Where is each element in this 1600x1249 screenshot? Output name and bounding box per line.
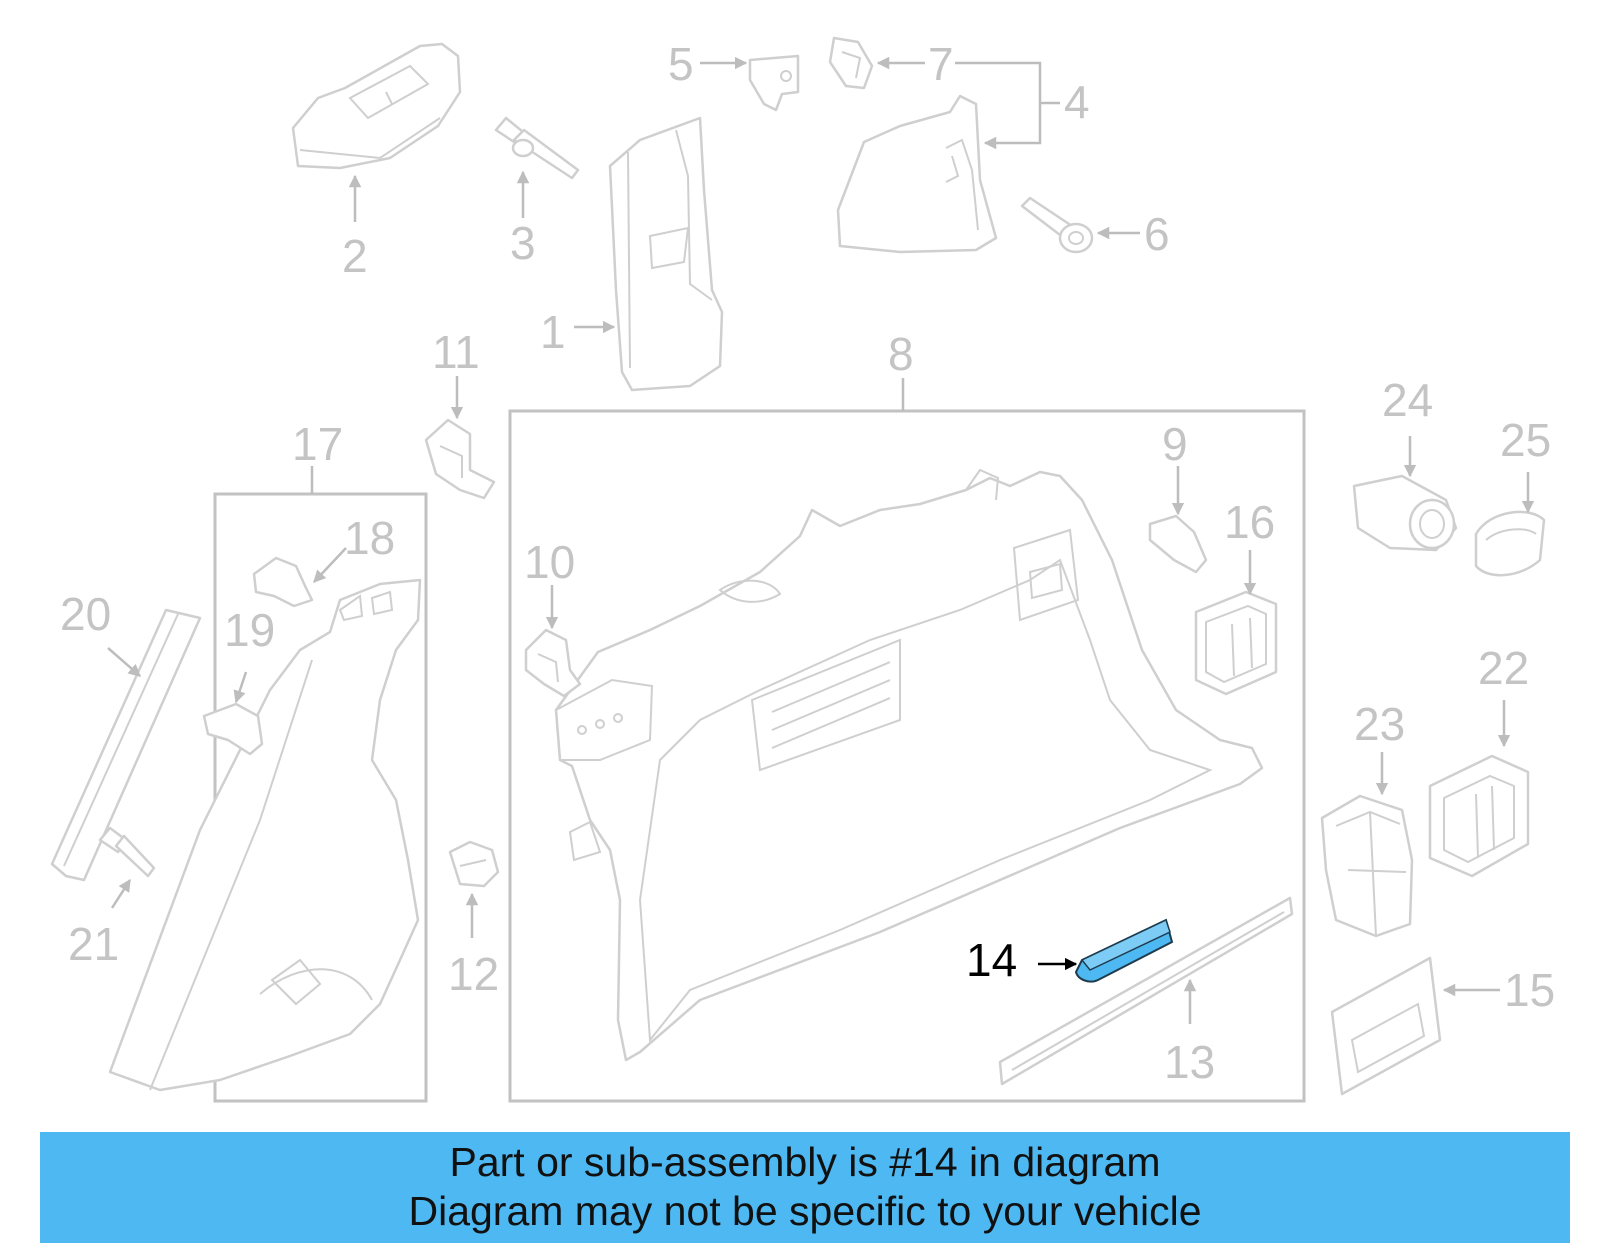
callout-12: 12 (448, 948, 499, 1000)
part-15-plate[interactable] (1330, 956, 1442, 1096)
part-7-clip[interactable] (828, 36, 874, 90)
part-20-strip[interactable] (50, 608, 202, 882)
callout-24: 24 (1382, 374, 1433, 426)
part-22-switch[interactable] (1428, 754, 1530, 878)
callout-6: 6 (1144, 208, 1170, 260)
part-8-quarter-trim[interactable] (554, 468, 1264, 1062)
callout-23: 23 (1354, 698, 1405, 750)
callout-19: 19 (224, 604, 275, 656)
part-17-trim[interactable] (108, 578, 422, 1092)
part-16-switch[interactable] (1194, 590, 1278, 696)
callout-15: 15 (1504, 964, 1555, 1016)
part-12-pin[interactable] (448, 840, 500, 888)
callout-20: 20 (60, 588, 111, 640)
callout-5: 5 (668, 38, 694, 90)
callout-4: 4 (1064, 76, 1090, 128)
callout-14: 14 (966, 934, 1017, 986)
callout-9: 9 (1162, 418, 1188, 470)
callout-11: 11 (432, 326, 480, 378)
part-5-bracket[interactable] (748, 54, 800, 112)
part-9-bracket[interactable] (1148, 514, 1208, 574)
info-banner: Part or sub-assembly is #14 in diagram D… (40, 1132, 1570, 1243)
part-21-pin[interactable] (98, 826, 156, 878)
part-18-clip[interactable] (252, 556, 314, 608)
callout-8: 8 (888, 328, 914, 380)
callout-7: 7 (928, 38, 954, 90)
part-1-pillar-trim[interactable] (608, 116, 724, 392)
callout-3: 3 (510, 217, 536, 269)
part-25-cap[interactable] (1474, 510, 1546, 577)
part-13-sill[interactable] (998, 896, 1294, 1086)
callout-21: 21 (68, 918, 119, 970)
banner-line-1: Part or sub-assembly is #14 in diagram (449, 1139, 1161, 1185)
callout-16: 16 (1224, 496, 1275, 548)
part-23-connector[interactable] (1320, 794, 1414, 938)
part-11-clip[interactable] (424, 418, 496, 500)
part-2-lamp[interactable] (291, 42, 462, 170)
part-19-clip[interactable] (202, 702, 264, 756)
part-6-bolt[interactable] (1020, 196, 1094, 254)
part-3-pin[interactable] (494, 116, 580, 180)
callout-25: 25 (1500, 414, 1551, 466)
assembly-box-8 (508, 409, 1306, 1103)
banner-line-2: Diagram may not be specific to your vehi… (408, 1188, 1202, 1234)
part-4-corner-trim[interactable] (836, 94, 998, 254)
callout-10: 10 (524, 536, 575, 588)
callout-2: 2 (342, 230, 368, 282)
part-14-highlighted[interactable] (1074, 918, 1174, 983)
callout-22: 22 (1478, 642, 1529, 694)
part-24-socket[interactable] (1352, 474, 1458, 552)
callout-13: 13 (1164, 1036, 1215, 1088)
callout-18: 18 (344, 512, 395, 564)
part-10-clip[interactable] (524, 628, 582, 698)
callout-17: 17 (292, 418, 343, 470)
callout-1: 1 (540, 306, 566, 358)
